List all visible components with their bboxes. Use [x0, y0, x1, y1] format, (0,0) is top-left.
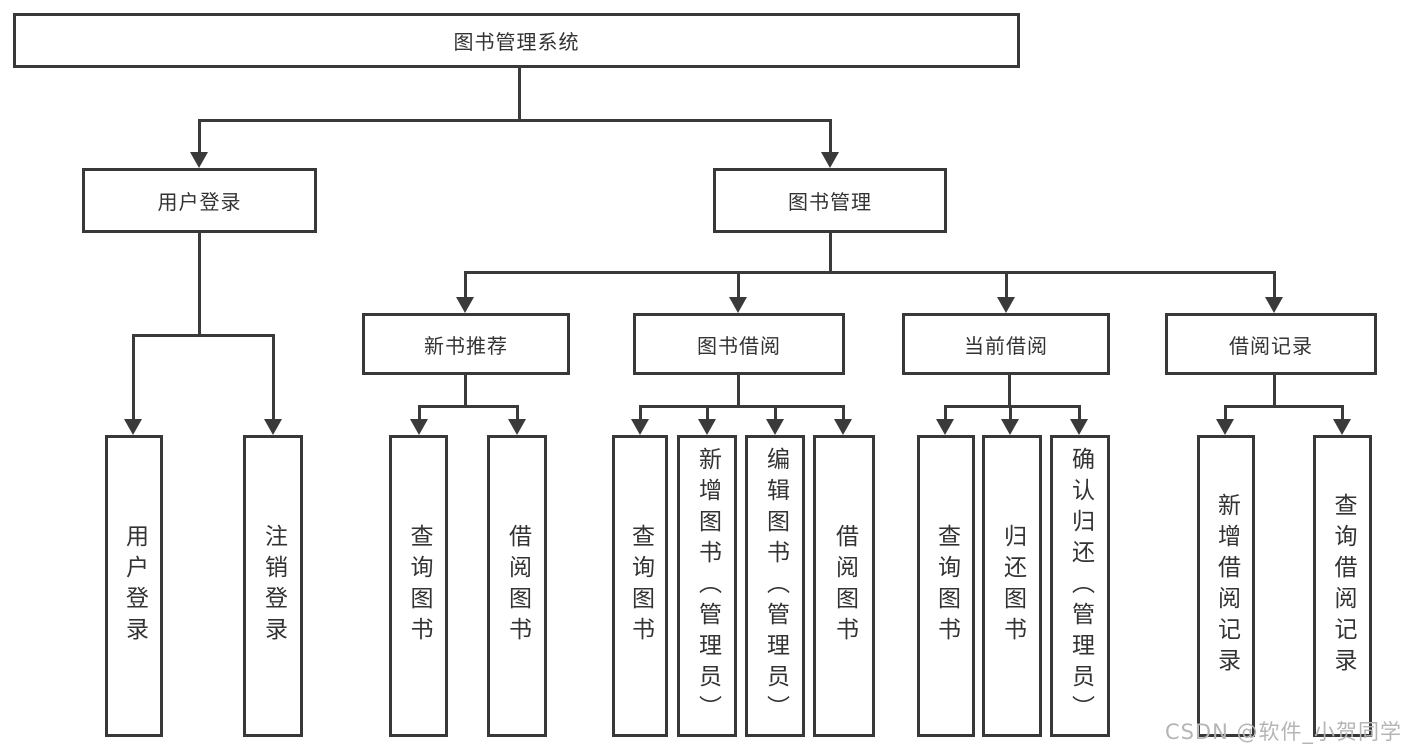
leaf-add-borrow-record-label: 新增借阅记录	[1213, 493, 1240, 679]
connector-stem	[272, 334, 275, 421]
arrow-down-icon	[936, 419, 954, 435]
leaf-borrow-books-recommend-label: 借阅图书	[504, 524, 531, 648]
connector-drop	[1273, 373, 1276, 408]
node-user-login: 用户登录	[82, 168, 317, 233]
node-user-login-label: 用户登录	[157, 190, 242, 214]
node-new-book-recommend-label: 新书推荐	[424, 333, 508, 358]
arrow-down-icon	[997, 297, 1015, 313]
node-borrow-records: 借阅记录	[1165, 313, 1377, 375]
leaf-edit-books-admin-label: 编辑图书（管理员）	[762, 446, 789, 726]
connector-user-login-drop	[198, 231, 201, 337]
connector-stem	[829, 119, 832, 154]
arrow-down-icon	[456, 297, 474, 313]
connector-stem	[1273, 271, 1276, 299]
csdn-watermark: CSDN @软件_小贺同学	[1164, 720, 1402, 744]
connector-stem	[1078, 405, 1081, 421]
connector-bar	[944, 405, 1081, 408]
leaf-query-books-current: 查询图书	[917, 435, 975, 737]
leaf-user-login: 用户登录	[105, 435, 163, 737]
connector-stem	[418, 405, 421, 421]
connector-level2-bar	[198, 119, 832, 122]
leaf-query-borrow-record-label: 查询借阅记录	[1330, 493, 1356, 679]
arrow-down-icon	[508, 419, 526, 435]
connector-user-login-bar	[132, 334, 275, 337]
node-root-label: 图书管理系统	[453, 30, 580, 54]
node-borrow-records-label: 借阅记录	[1229, 333, 1313, 358]
leaf-edit-books-admin: 编辑图书（管理员）	[745, 435, 805, 737]
arrow-down-icon	[698, 419, 716, 435]
leaf-query-borrow-record: 查询借阅记录	[1313, 435, 1372, 737]
connector-stem	[516, 405, 519, 421]
connector-bar	[418, 405, 519, 408]
connector-stem	[1224, 405, 1227, 421]
connector-drop	[1008, 373, 1011, 408]
leaf-query-books-recommend-label: 查询图书	[406, 524, 432, 648]
leaf-return-books-label: 归还图书	[999, 524, 1026, 648]
connector-stem	[706, 405, 709, 421]
connector-stem	[842, 405, 845, 421]
arrow-down-icon	[1333, 419, 1351, 435]
arrow-down-icon	[1070, 419, 1088, 435]
leaf-borrow-books-label: 借阅图书	[831, 524, 858, 648]
leaf-logout: 注销登录	[243, 435, 303, 737]
arrow-down-icon	[264, 419, 282, 435]
connector-root-drop	[518, 66, 521, 122]
connector-stem	[464, 271, 467, 299]
leaf-confirm-return-admin-label: 确认归还（管理员）	[1067, 446, 1094, 726]
arrow-down-icon	[1001, 419, 1019, 435]
arrow-down-icon	[729, 297, 747, 313]
connector-stem	[944, 405, 947, 421]
leaf-return-books: 归还图书	[982, 435, 1042, 737]
leaf-query-books-borrow-label: 查询图书	[627, 524, 654, 648]
connector-stem	[198, 119, 201, 154]
connector-stem	[1005, 271, 1008, 299]
leaf-confirm-return-admin: 确认归还（管理员）	[1050, 435, 1110, 737]
connector-drop	[464, 373, 467, 408]
connector-stem	[1341, 405, 1344, 421]
connector-bar	[1224, 405, 1344, 408]
leaf-borrow-books: 借阅图书	[813, 435, 875, 737]
node-book-borrow: 图书借阅	[633, 313, 845, 375]
leaf-logout-label: 注销登录	[260, 524, 287, 648]
node-current-borrow: 当前借阅	[902, 313, 1110, 375]
arrow-down-icon	[821, 152, 839, 168]
connector-stem	[639, 405, 642, 421]
node-book-borrow-label: 图书借阅	[697, 333, 781, 358]
arrow-down-icon	[1216, 419, 1234, 435]
connector-stem	[1009, 405, 1012, 421]
connector-drop	[737, 373, 740, 408]
connector-stem	[774, 405, 777, 421]
node-book-management-label: 图书管理	[788, 190, 872, 214]
arrow-down-icon	[124, 419, 142, 435]
leaf-add-books-admin: 新增图书（管理员）	[677, 435, 737, 737]
node-book-management: 图书管理	[713, 168, 947, 233]
arrow-down-icon	[190, 152, 208, 168]
arrow-down-icon	[631, 419, 649, 435]
node-new-book-recommend: 新书推荐	[362, 313, 570, 375]
leaf-add-books-admin-label: 新增图书（管理员）	[694, 446, 721, 726]
arrow-down-icon	[766, 419, 784, 435]
leaf-query-books-recommend: 查询图书	[389, 435, 448, 737]
connector-bar	[639, 405, 845, 408]
leaf-add-borrow-record: 新增借阅记录	[1197, 435, 1255, 737]
arrow-down-icon	[1265, 297, 1283, 313]
node-current-borrow-label: 当前借阅	[964, 333, 1048, 358]
node-root: 图书管理系统	[13, 13, 1020, 68]
arrow-down-icon	[834, 419, 852, 435]
arrow-down-icon	[410, 419, 428, 435]
connector-book-management-drop	[829, 231, 832, 274]
leaf-query-books-borrow: 查询图书	[612, 435, 668, 737]
leaf-user-login-label: 用户登录	[121, 524, 148, 648]
leaf-query-books-current-label: 查询图书	[933, 524, 960, 648]
connector-stem	[132, 334, 135, 421]
leaf-borrow-books-recommend: 借阅图书	[487, 435, 547, 737]
connector-level3-bar	[464, 271, 1276, 274]
connector-stem	[737, 271, 740, 299]
